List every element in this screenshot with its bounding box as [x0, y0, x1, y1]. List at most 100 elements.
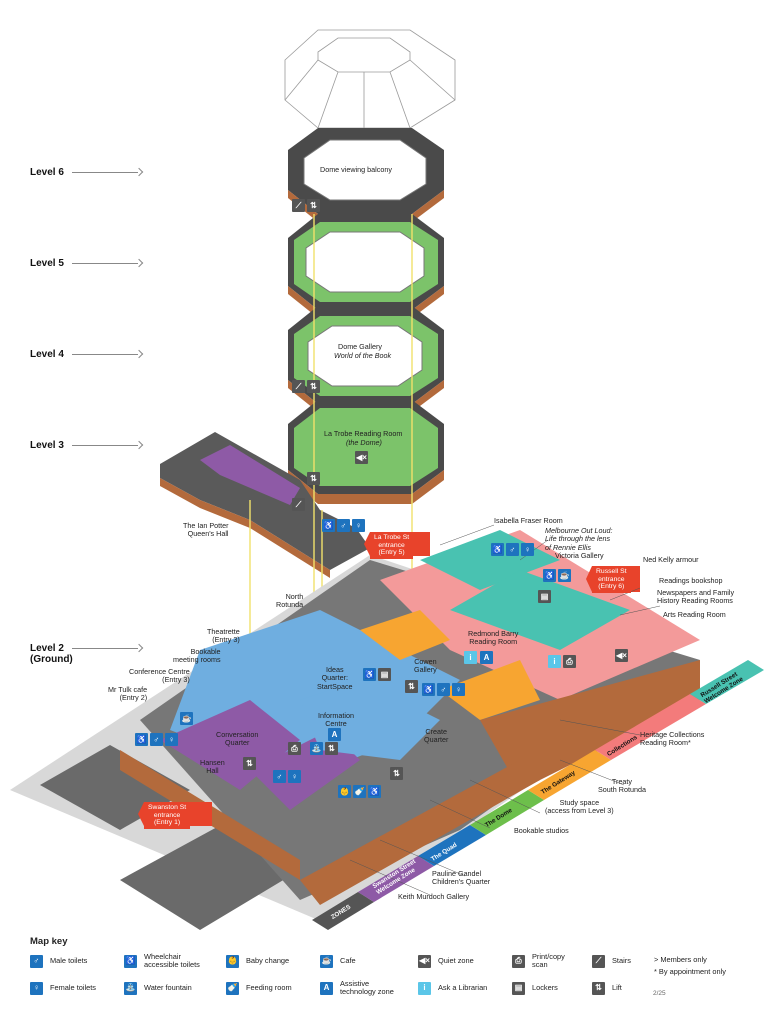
accessible-toilets-icon: ♿: [491, 543, 504, 556]
label-theatrette: Theatrette (Entry 3): [207, 627, 240, 645]
stairs-icon: ⟋: [292, 498, 305, 511]
feeding-room-icon: 🍼: [226, 982, 239, 995]
label-dome-balcony: Dome viewing balcony: [320, 165, 392, 174]
stairs-icon: ⟋: [292, 199, 305, 212]
label-rotunda-south: Treaty South Rotunda: [598, 777, 646, 795]
accessible-toilets-icon: ♿: [368, 785, 381, 798]
entrance-la-trobe[interactable]: La Trobe St entrance (Entry 5): [370, 532, 414, 559]
female-toilets-icon: ♀: [352, 519, 365, 532]
print-scan-icon: ⎙: [563, 655, 576, 668]
ask-librarian-icon: i: [548, 655, 561, 668]
baby-change-icon: 👶: [226, 955, 239, 968]
assistive-tech-icon: A: [328, 728, 341, 741]
lift-icon: ⇅: [405, 680, 418, 693]
assistive-tech-icon: A: [320, 981, 333, 995]
baby-change-icon: 👶: [338, 785, 351, 798]
female-toilets-icon: ♀: [165, 733, 178, 746]
label-bookable-meeting: Bookable meeting rooms: [173, 647, 221, 665]
leader-lines: [349, 524, 661, 896]
key-item-water-fountain: ⛲Water fountain: [124, 982, 192, 995]
label-newspapers: Newspapers and Family History Reading Ro…: [657, 588, 735, 606]
level-6-pointer: [72, 172, 138, 173]
label-dome-gallery: Dome Gallery: [338, 342, 382, 351]
feeding-room-icon: 🍼: [353, 785, 366, 798]
level-5-label: Level 5: [30, 258, 64, 269]
quiet-zone-icon: ◀×: [355, 451, 368, 464]
print-scan-icon: ⎙: [288, 742, 301, 755]
cafe-icon: ☕: [320, 955, 333, 968]
label-isabella: Isabella Fraser Room: [494, 516, 563, 525]
lift-icon: ⇅: [307, 380, 320, 393]
entrance-swanston-label: Swanston St entrance (Entry 1): [148, 804, 187, 827]
cafe-icon: ☕: [558, 569, 571, 582]
male-toilets-icon: ♂: [337, 519, 350, 532]
lift-icon: ⇅: [325, 742, 338, 755]
lift-icon: ⇅: [390, 767, 403, 780]
entrance-russell-label: Russell St entrance (Entry 6): [596, 568, 627, 591]
level-4-label: Level 4: [30, 349, 64, 360]
key-item-cafe: ☕Cafe: [320, 955, 356, 968]
lift-icon: ⇅: [592, 982, 605, 995]
key-item-stairs: ⟋Stairs: [592, 955, 631, 968]
stairs-icon: ⟋: [292, 380, 305, 393]
accessible-toilets-icon: ♿: [135, 733, 148, 746]
level-3-pointer: [72, 445, 138, 446]
label-info-centre: Information Centre: [318, 711, 354, 729]
key-item-baby-change: 👶Baby change: [226, 955, 289, 968]
print-scan-icon: ⎙: [512, 954, 525, 968]
level-5-floor: [288, 214, 444, 318]
label-melbourne-out-loud: Melbourne Out Loud: Life through the len…: [545, 526, 613, 552]
note-by-appointment: * By appointment only: [654, 967, 726, 976]
stairs-icon: ⟋: [592, 955, 605, 968]
map-key-title: Map key: [30, 936, 68, 947]
lift-icon: ⇅: [307, 472, 320, 485]
quiet-zone-icon: ◀×: [418, 955, 431, 968]
accessible-toilets-icon: ♿: [422, 683, 435, 696]
label-ned-kelly: Ned Kelly armour: [643, 555, 699, 564]
key-item-accessible-toilets: ♿Wheelchair accessible toilets: [124, 952, 200, 970]
label-hansen: Hansen Hall: [200, 758, 225, 776]
label-readings: Readings bookshop: [659, 576, 723, 585]
key-item-feeding-room: 🍼Feeding room: [226, 982, 292, 995]
entrance-swanston[interactable]: Swanston St entrance (Entry 1): [144, 802, 191, 829]
label-keith: Keith Murdoch Gallery: [398, 892, 470, 901]
entrance-russell[interactable]: Russell St entrance (Entry 6): [592, 566, 631, 593]
female-toilets-icon: ♀: [288, 770, 301, 783]
accessible-toilets-icon: ♿: [363, 668, 376, 681]
water-fountain-icon: ⛲: [310, 742, 323, 755]
key-item-lockers: ▤Lockers: [512, 982, 558, 995]
lockers-icon: ▤: [538, 590, 551, 603]
label-study-space: Study space (access from Level 3): [545, 798, 614, 816]
label-dome-gallery-sub: World of the Book: [334, 351, 392, 360]
note-members-only: > Members only: [654, 955, 707, 964]
label-conference: Conference Centre (Entry 3): [129, 667, 190, 685]
page-number: 2/25: [653, 990, 666, 997]
quiet-zone-icon: ◀×: [615, 649, 628, 662]
lockers-icon: ▤: [378, 668, 391, 681]
key-item-lift: ⇅Lift: [592, 982, 622, 995]
entrance-la-trobe-label: La Trobe St entrance (Entry 5): [374, 534, 410, 557]
level-3-floor: [160, 400, 444, 578]
male-toilets-icon: ♂: [437, 683, 450, 696]
label-ian-potter: The Ian Potter Queen's Hall: [183, 521, 229, 539]
label-la-trobe-sub: (the Dome): [346, 438, 382, 447]
label-redmond-barry: Redmond Barry Reading Room: [468, 629, 519, 647]
label-cowen: Cowen Gallery: [414, 657, 437, 675]
male-toilets-icon: ♂: [150, 733, 163, 746]
level-4-pointer: [72, 354, 138, 355]
label-pauline: Pauline Gandel Children's Quarter: [432, 869, 491, 887]
label-ideas-quarter: Ideas Quarter: StartSpace: [317, 665, 353, 691]
label-victoria-gallery: Victoria Gallery: [555, 551, 604, 560]
key-item-female-toilets: ♀Female toilets: [30, 982, 96, 995]
lockers-icon: ▤: [512, 982, 525, 995]
female-toilets-icon: ♀: [30, 982, 43, 995]
ask-librarian-icon: i: [464, 651, 477, 664]
zone-ribbon: [312, 660, 764, 930]
label-heritage: Heritage Collections Reading Room*: [640, 730, 705, 748]
level-2-pointer: [72, 648, 138, 649]
label-create-quarter: Create Quarter: [424, 727, 449, 745]
male-toilets-icon: ♂: [273, 770, 286, 783]
female-toilets-icon: ♀: [452, 683, 465, 696]
